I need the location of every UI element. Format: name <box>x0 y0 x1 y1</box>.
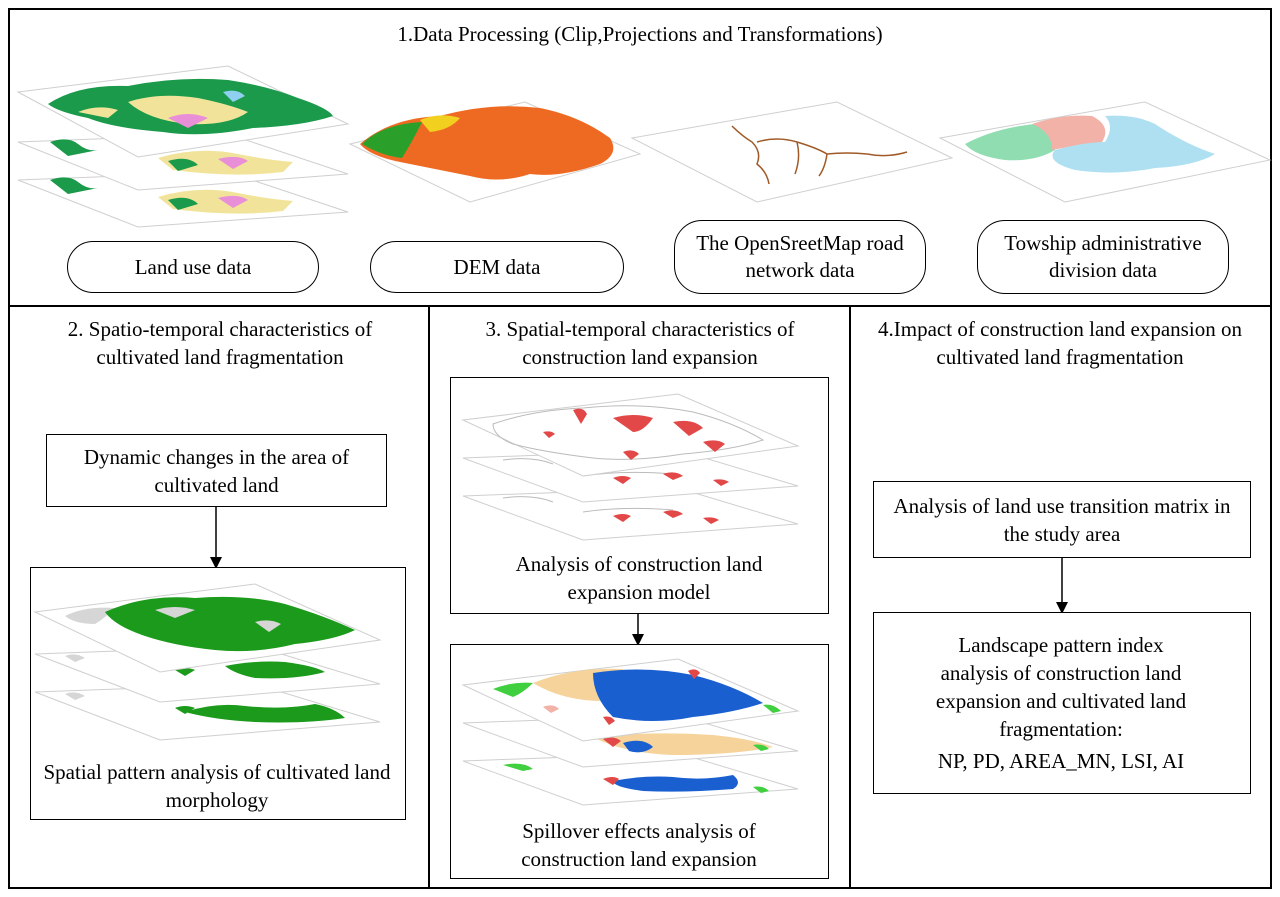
arrow-section3 <box>632 614 644 646</box>
township-data-label: Towship administrative division data <box>977 220 1229 294</box>
spillover-map-stack <box>461 658 800 806</box>
transition-matrix-box: Analysis of land use transition matrix i… <box>873 481 1251 558</box>
section-impact <box>849 305 1272 889</box>
spillover-label: Spillover effects analysis of constructi… <box>521 819 757 871</box>
landscape-index-line-2: analysis of construction land <box>940 661 1182 685</box>
land-use-layer-3 <box>17 171 349 228</box>
dynamic-changes-box: Dynamic changes in the area of cultivate… <box>46 434 387 507</box>
arrow-section2 <box>210 507 222 569</box>
spillover-layer-2 <box>462 714 799 768</box>
spillover-box: Spillover effects analysis of constructi… <box>450 644 829 879</box>
cultivated-layer-1 <box>33 583 382 673</box>
spillover-layer-3 <box>462 752 799 806</box>
section-3-title: 3. Spatial-temporal characteristics of c… <box>485 317 795 369</box>
spatial-pattern-box: Spatial pattern analysis of cultivated l… <box>30 567 406 820</box>
construction-map-stack <box>461 393 800 541</box>
section-4-title: 4.Impact of construction land expansion … <box>878 317 1242 369</box>
cultivated-land-map-stack <box>33 583 382 741</box>
landscape-index-line-5: NP, PD, AREA_MN, LSI, AI <box>937 749 1185 773</box>
road-network-data-label: The OpenSreetMap road network data <box>674 220 926 294</box>
landscape-index-line-1: Landscape pattern index <box>958 633 1164 657</box>
expansion-model-box: Analysis of construction land expansion … <box>450 377 829 614</box>
spillover-layer-1 <box>461 658 800 742</box>
construction-layer-3 <box>462 487 799 541</box>
landscape-index-line-4: fragmentation: <box>999 717 1123 741</box>
construction-layer-1 <box>461 393 800 477</box>
land-use-data-label: Land use data <box>67 241 319 293</box>
dem-data-label: DEM data <box>370 241 624 293</box>
dem-map <box>348 101 642 203</box>
cultivated-layer-2 <box>34 645 381 703</box>
land-use-layer-1 <box>16 65 350 158</box>
section-1-title: 1.Data Processing (Clip,Projections and … <box>397 22 883 46</box>
arrow-section4 <box>1056 558 1068 614</box>
road-network-map <box>630 101 954 203</box>
spatial-pattern-label: Spatial pattern analysis of cultivated l… <box>43 760 391 812</box>
expansion-model-label: Analysis of construction land expansion … <box>515 552 763 604</box>
township-map <box>938 101 1272 203</box>
landscape-index-box: Landscape pattern index analysis of cons… <box>873 612 1251 794</box>
land-use-map-stack <box>16 65 350 228</box>
cultivated-layer-3 <box>34 683 381 741</box>
land-use-layer-2 <box>17 133 349 191</box>
section-2-title: 2. Spatio-temporal characteristics of cu… <box>67 317 373 369</box>
landscape-index-line-3: expansion and cultivated land <box>935 689 1187 713</box>
